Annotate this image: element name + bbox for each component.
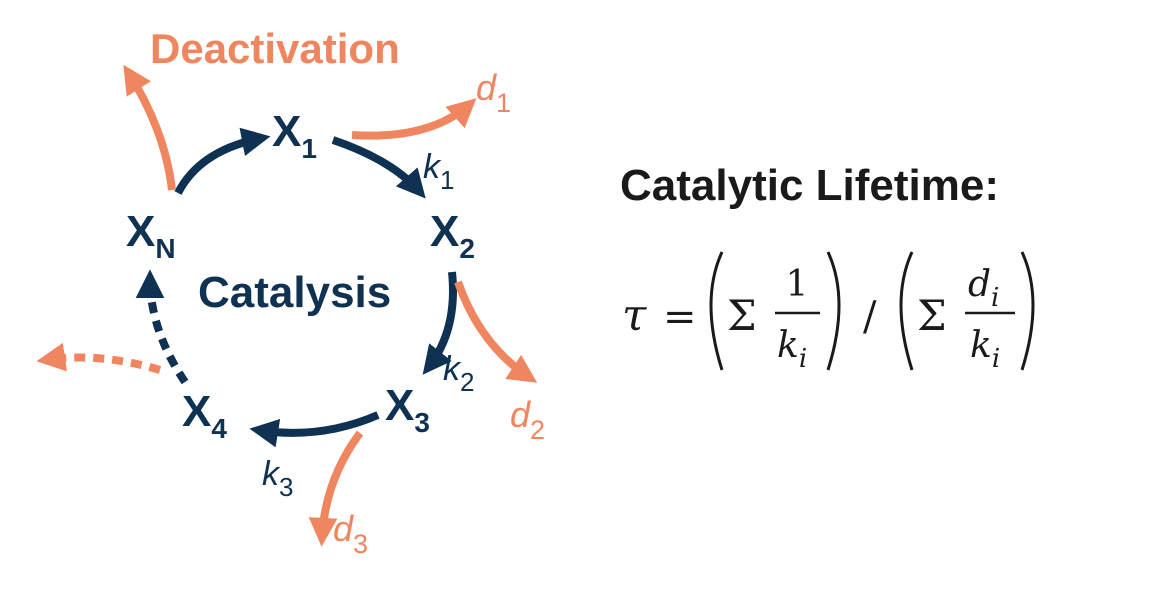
rate-k1: k1: [423, 148, 454, 195]
deactivation-d3: d3: [333, 508, 368, 559]
paren-left-1: [709, 251, 724, 371]
species-x1: X1: [272, 107, 317, 164]
formula-title: Catalytic Lifetime:: [620, 161, 999, 210]
formula-numerator-1: 1: [786, 264, 809, 305]
formula-equals: =: [663, 294, 697, 340]
formula-divide: /: [863, 294, 877, 340]
deactivation-arrow-x4-dashed: [36, 342, 162, 374]
species-x4: X4: [182, 387, 227, 444]
rate-k2: k2: [443, 350, 474, 397]
deactivation-d1: d1: [476, 67, 511, 118]
species-xn: XN: [126, 207, 176, 264]
catalysis-label: Catalysis: [198, 268, 391, 317]
arrow-x3-to-x4: [249, 411, 380, 448]
deactivation-arrow-d2: [454, 280, 538, 383]
species-x3: X3: [385, 381, 430, 438]
deactivation-arrow-d3: [308, 430, 364, 547]
lifetime-formula: τ = Σ 1 ki / Σ di ki: [622, 251, 1035, 374]
deactivation-label: Deactivation: [150, 25, 400, 72]
formula-numerator-2: di: [968, 264, 999, 313]
deactivation-arrow-d1: [351, 98, 477, 140]
species-x2: X2: [430, 207, 475, 264]
deactivation-d2: d2: [510, 394, 545, 445]
paren-left-2: [899, 251, 914, 371]
formula-denominator-2: ki: [970, 325, 1000, 374]
arrow-xn-to-x1: [174, 127, 271, 195]
formula-sum-2: Σ: [917, 291, 947, 340]
arrow-x4-to-xn-dashed: [135, 269, 189, 385]
arrow-x1-to-x2: [331, 136, 426, 199]
formula-tau: τ: [622, 290, 647, 341]
formula-sum-1: Σ: [727, 291, 757, 340]
deactivation-arrow-xn: [123, 64, 176, 191]
paren-right-2: [1020, 251, 1035, 371]
arrow-x2-to-x3: [422, 271, 457, 375]
formula-denominator-1: ki: [777, 325, 807, 374]
rate-k3: k3: [262, 455, 293, 502]
paren-right-1: [826, 251, 841, 371]
